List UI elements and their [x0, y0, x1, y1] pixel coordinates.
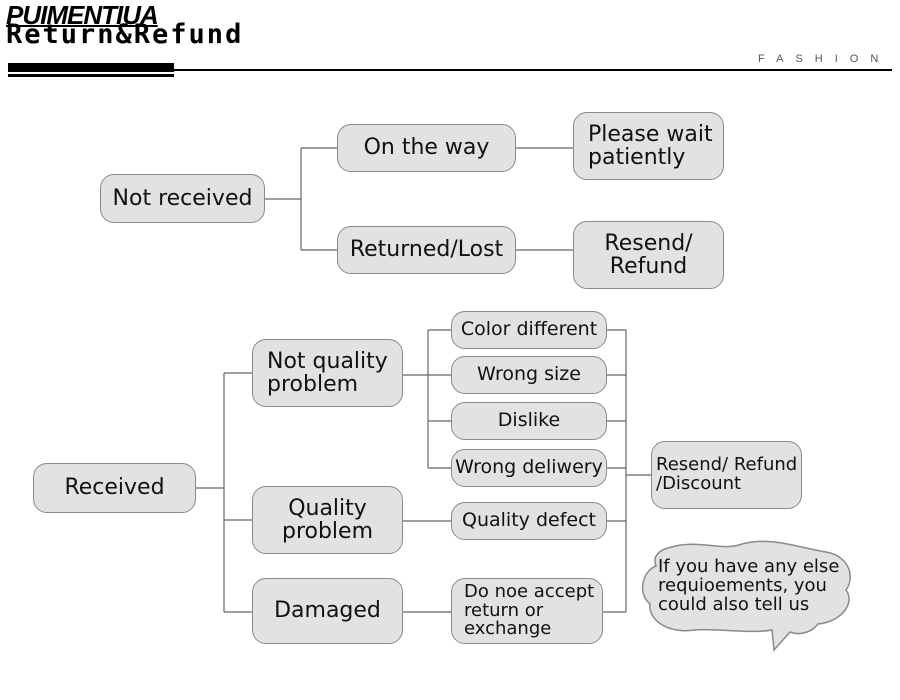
- resend-refund-node: Resend/ Refund: [573, 221, 724, 289]
- page-title: Return&Refund: [6, 19, 244, 50]
- header-divider: [8, 69, 892, 71]
- brand-logo: PUIMENTIUA: [6, 0, 159, 30]
- resend-refund-discount-node: Resend/ Refund /Discount: [651, 441, 802, 509]
- wrong-deliwery-node: Wrong deliwery: [451, 449, 607, 487]
- not-received-node: Not received: [100, 174, 265, 223]
- speech-bubble-shape: [641, 540, 851, 652]
- quality-defect-node: Quality defect: [451, 502, 607, 540]
- wrong-size-node: Wrong size: [451, 356, 607, 394]
- quality-problem-node: Quality problem: [252, 486, 403, 554]
- please-wait-node: Please wait patiently: [573, 112, 724, 180]
- do-noe-accept-node: Do noe accept return or exchange: [451, 578, 603, 644]
- dislike-node: Dislike: [451, 402, 607, 440]
- received-node: Received: [33, 463, 196, 513]
- color-different-node: Color different: [451, 311, 607, 349]
- returned-lost-node: Returned/Lost: [337, 226, 516, 274]
- speech-bubble-text: If you have any else requioements, you c…: [658, 556, 840, 615]
- fashion-tagline: FASHION: [758, 53, 891, 65]
- damaged-node: Damaged: [252, 578, 403, 644]
- not-quality-problem-node: Not quality problem: [252, 339, 403, 407]
- header-accent-bar: [8, 63, 174, 72]
- header-accent-bar-lower: [8, 74, 174, 77]
- on-the-way-node: On the way: [337, 124, 516, 172]
